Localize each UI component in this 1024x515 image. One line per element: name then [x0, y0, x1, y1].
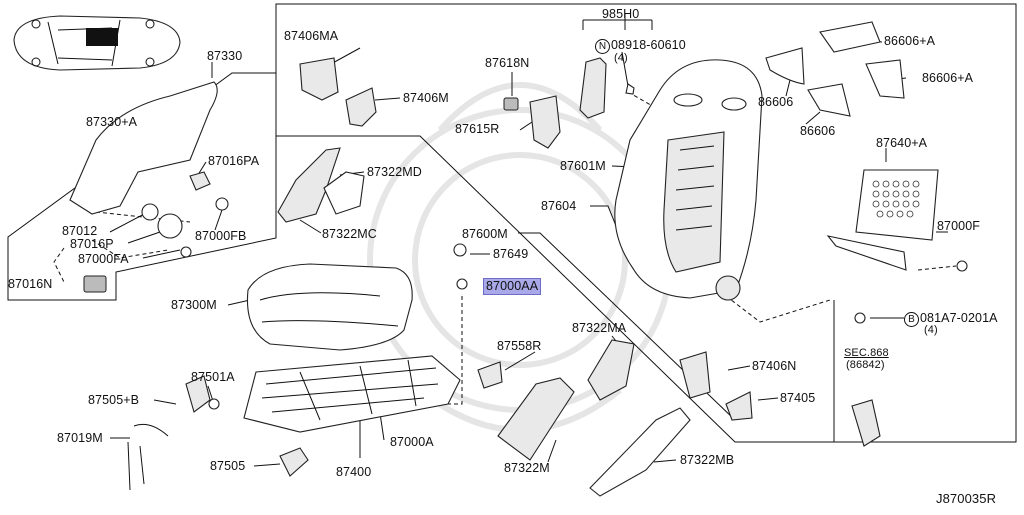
label-87640A: 87640+A — [876, 136, 928, 150]
label-87618N: 87618N — [485, 56, 530, 70]
nut-symbol-icon: N — [595, 39, 610, 54]
seat-trim-covers — [277, 147, 365, 223]
label-86606A-lower: 86606+A — [922, 71, 974, 85]
label-86606-left: 86606 — [758, 95, 794, 109]
seat-cushion — [246, 243, 468, 351]
label-87505: 87505 — [210, 459, 246, 473]
label-87322MA: 87322MA — [572, 321, 627, 335]
label-87322MC: 87322MC — [322, 227, 377, 241]
label-87322MD: 87322MD — [367, 165, 422, 179]
label-081A7-qty: (4) — [924, 324, 938, 336]
label-87600M: 87600M — [462, 227, 508, 241]
label-87615R: 87615R — [455, 122, 500, 136]
label-87300M: 87300M — [171, 298, 217, 312]
label-87019M: 87019M — [57, 431, 103, 445]
diagram-id: J870035R — [936, 491, 997, 506]
label-86606A-upper: 86606+A — [884, 34, 936, 48]
label-87322MB: 87322MB — [680, 453, 735, 467]
label-87501A: 87501A — [191, 370, 235, 384]
label-87016P: 87016P — [70, 237, 114, 251]
label-87000AA-highlighted[interactable]: 87000AA — [483, 278, 542, 295]
seatback-assembly — [614, 59, 763, 301]
label-87322M: 87322M — [504, 461, 550, 475]
label-08918-qty: (4) — [614, 52, 628, 64]
small-parts-top — [299, 21, 905, 149]
label-081A7-part: 081A7-0201A — [920, 311, 998, 325]
car-thumbnail — [13, 15, 181, 71]
label-87405: 87405 — [780, 391, 816, 405]
label-87406M: 87406M — [403, 91, 449, 105]
label-section-ref[interactable]: SEC.868 — [844, 347, 889, 359]
label-87601M: 87601M — [560, 159, 606, 173]
seat-side-shield — [69, 81, 229, 293]
label-87000FA: 87000FA — [78, 252, 129, 266]
label-87000A: 87000A — [390, 435, 434, 449]
label-87016PA: 87016PA — [208, 154, 260, 168]
left-group-frame — [7, 72, 277, 301]
label-87505B: 87505+B — [88, 393, 140, 407]
label-87604: 87604 — [541, 199, 577, 213]
label-87016N: 87016N — [8, 277, 53, 291]
label-87406MA: 87406MA — [284, 29, 339, 43]
label-87400: 87400 — [336, 465, 372, 479]
label-87330A: 87330+A — [86, 115, 138, 129]
right-group-frame — [275, 3, 1017, 443]
headrest-trim — [579, 57, 635, 119]
bolt-symbol-icon: B — [904, 312, 919, 327]
label-87000F: 87000F — [937, 219, 980, 233]
lower-trim-parts — [477, 260, 968, 497]
label-86606-right: 86606 — [800, 124, 836, 138]
label-section-sub: (86842) — [846, 359, 885, 371]
label-985H0: 985H0 — [602, 7, 640, 21]
label-87558R: 87558R — [497, 339, 542, 353]
seat-frame — [127, 355, 461, 491]
label-87012: 87012 — [62, 224, 98, 238]
label-87000FB: 87000FB — [195, 229, 247, 243]
label-87330: 87330 — [207, 49, 243, 63]
seatback-panel — [826, 169, 939, 271]
label-87406N: 87406N — [752, 359, 797, 373]
label-08918-part: 08918-60610 — [611, 38, 686, 52]
label-87649: 87649 — [493, 247, 529, 261]
